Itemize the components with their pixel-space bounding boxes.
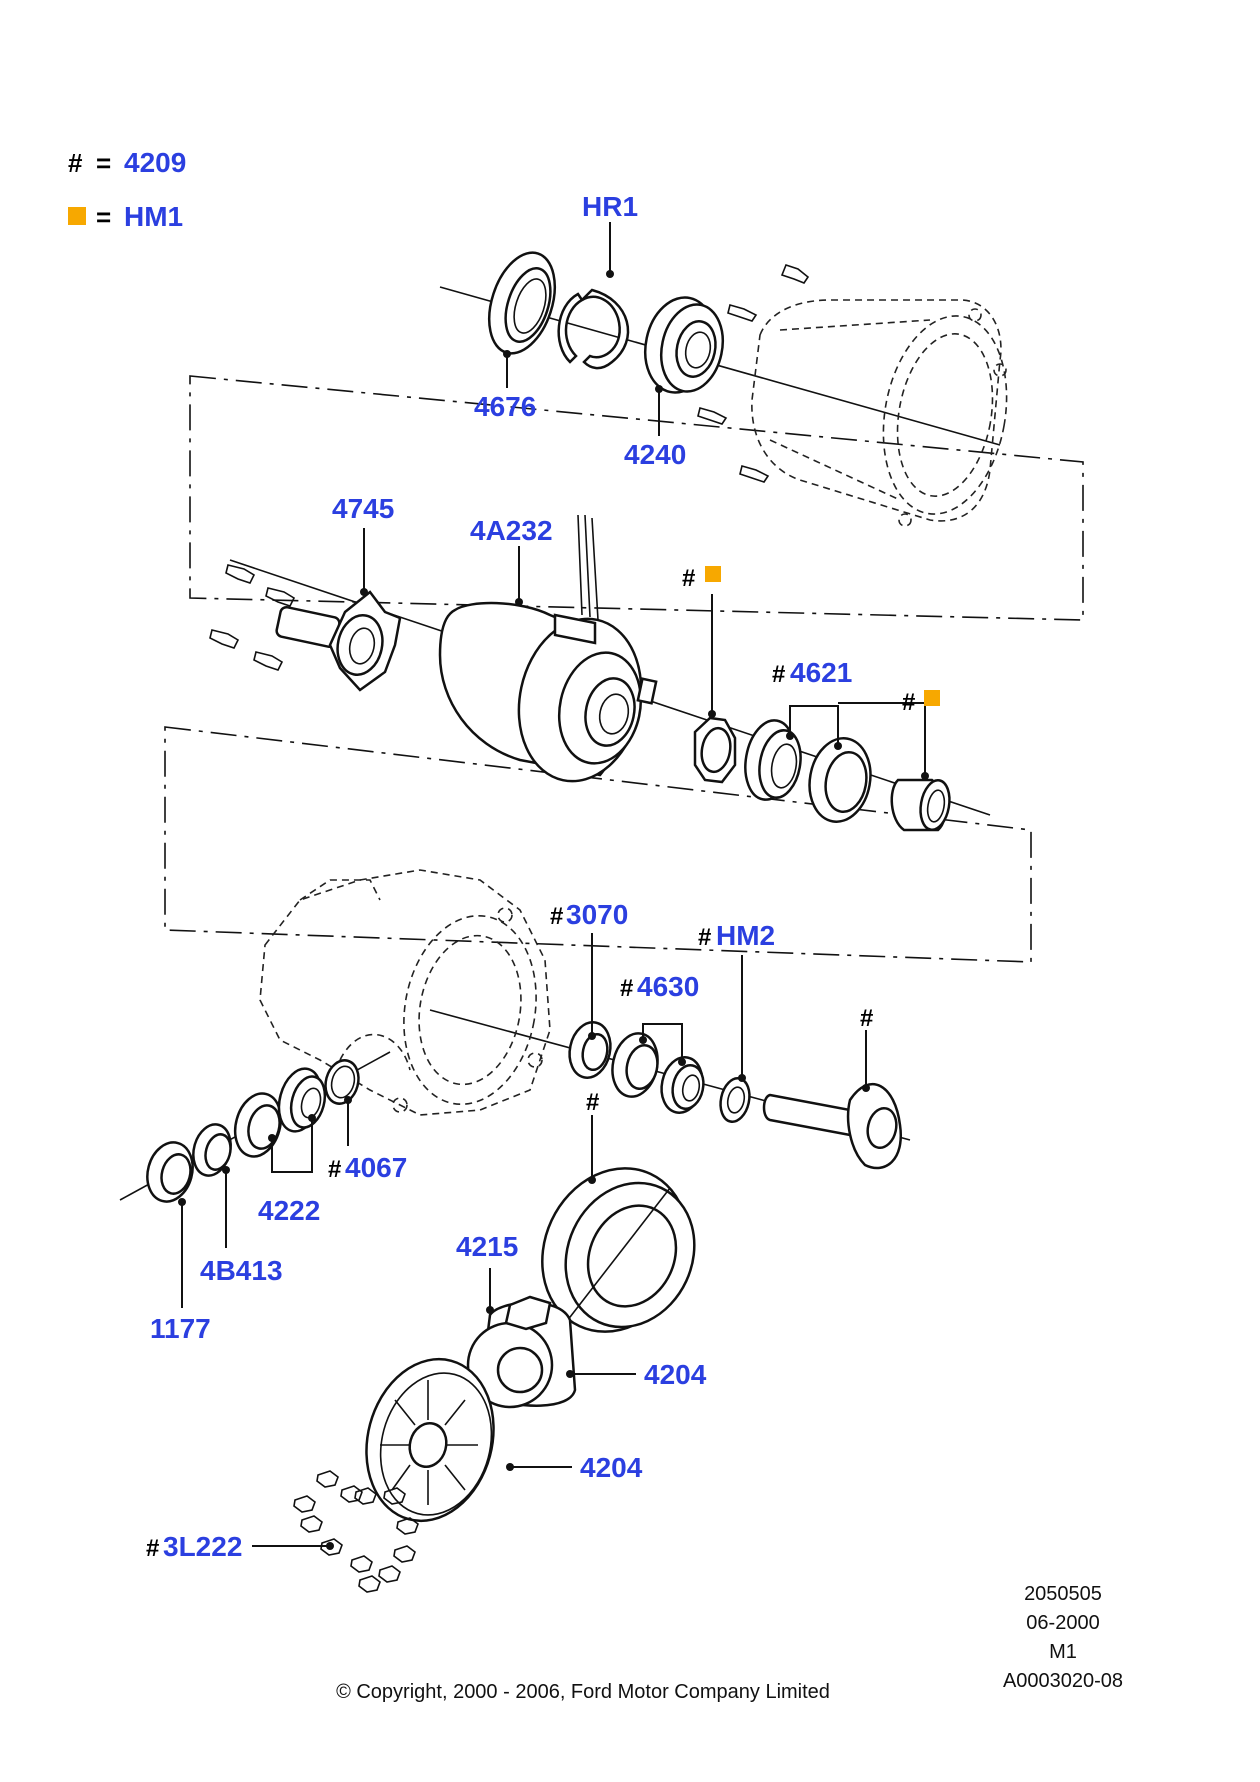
carrier-housing-ghost: [259, 869, 551, 1116]
bearing-4621-cup-icon: [808, 737, 872, 823]
hash-marker-3070: #: [550, 903, 563, 930]
housing-cover-ghost: [751, 299, 1008, 527]
hash-marker-ring-gear: #: [586, 1089, 599, 1116]
spacer-hash-hm1-icon: [890, 778, 951, 832]
legend-square-value: HM1: [124, 201, 183, 232]
assembly-outline-lower: [164, 726, 1032, 963]
housing-bolts-icon: [697, 264, 810, 483]
hash-marker-spacer: #: [902, 689, 915, 716]
hash-marker-locknut: #: [682, 565, 695, 592]
bearing-4b413-icon: [192, 1123, 232, 1177]
legend-hash-value: 4209: [124, 147, 186, 178]
bearing-4630-cone-icon: [660, 1056, 705, 1114]
pinion-gear-icon: [762, 1082, 903, 1170]
label-4204-cover: 4204: [580, 1452, 643, 1483]
reference-line-1: 2050505: [1024, 1583, 1102, 1605]
legend: # = 4209 = HM1: [68, 147, 186, 232]
label-4b413: 4B413: [200, 1255, 283, 1286]
bolts-3l222-icon: [293, 1470, 419, 1593]
differential-cover-4204-icon: [365, 1357, 495, 1523]
label-3l222: 3L222: [163, 1531, 242, 1562]
hash-marker-4630: #: [620, 975, 633, 1002]
label-4676: 4676: [474, 391, 536, 422]
square-marker-locknut-icon: [705, 566, 721, 582]
seal-1177-icon: [146, 1141, 194, 1203]
reference-line-4: A0003020-08: [1003, 1670, 1123, 1692]
locknut-hash-hm1-icon: [693, 716, 737, 784]
seal-4676-icon: [488, 251, 556, 355]
label-4240: 4240: [624, 439, 686, 470]
legend-equals-1: =: [96, 148, 111, 178]
ring-gear-hash-icon: [541, 1167, 696, 1333]
legend-equals-2: =: [96, 202, 111, 232]
legend-hash-symbol: #: [68, 148, 83, 178]
bearing-4630-cup-icon: [611, 1032, 659, 1098]
circlip-hr1-icon: [557, 288, 630, 370]
flange-bolts-icon: [209, 564, 296, 671]
hash-marker-3l222: #: [146, 1535, 159, 1562]
label-1177: 1177: [150, 1313, 211, 1344]
reference-line-3: M1: [1049, 1641, 1077, 1663]
label-4630: 4630: [637, 971, 699, 1002]
hash-marker-hm2: #: [698, 924, 711, 951]
leader-lines: [178, 222, 929, 1550]
label-4067: 4067: [345, 1152, 407, 1183]
bearing-4240-icon: [644, 296, 724, 394]
assembly-outline-upper: [189, 375, 1084, 621]
legend-square-icon: [68, 207, 86, 225]
shim-4067-icon: [324, 1059, 360, 1105]
reference-line-2: 06-2000: [1026, 1612, 1099, 1634]
flange-4745-icon: [275, 590, 402, 692]
hash-marker-pinion: #: [860, 1005, 873, 1032]
bearing-4621-cone-icon: [744, 719, 802, 801]
reference-block: 2050505 06-2000 M1 A0003020-08: [1003, 1583, 1123, 1692]
label-4204-case: 4204: [644, 1359, 707, 1390]
part-labels: HR1 4676 4240 4745 4A232 # # 4621 # # 30…: [146, 191, 940, 1562]
bearing-4222-cone-icon: [277, 1067, 327, 1133]
label-4745: 4745: [332, 493, 394, 524]
label-4a232: 4A232: [470, 515, 553, 546]
differential-case-4204-icon: [466, 1295, 577, 1409]
hash-marker-4067: #: [328, 1156, 341, 1183]
hash-marker-4621: #: [772, 661, 785, 688]
motor-4a232-icon: [438, 514, 658, 783]
label-4215: 4215: [456, 1231, 518, 1262]
label-4222: 4222: [258, 1195, 320, 1226]
label-3070: 3070: [566, 899, 628, 930]
label-hm2: HM2: [716, 920, 775, 951]
square-marker-spacer-icon: [924, 690, 940, 706]
label-4621: 4621: [790, 657, 852, 688]
oil-seal-3070-icon: [568, 1021, 612, 1079]
label-hr1: HR1: [582, 191, 638, 222]
copyright-text: © Copyright, 2000 - 2006, Ford Motor Com…: [336, 1681, 830, 1703]
shim-hm2-icon: [719, 1077, 751, 1123]
